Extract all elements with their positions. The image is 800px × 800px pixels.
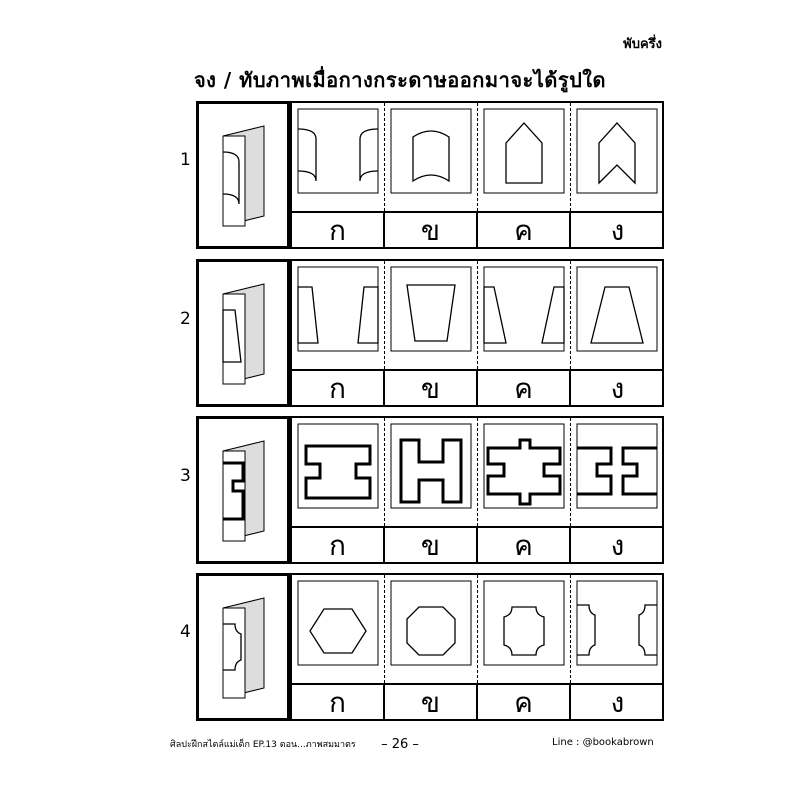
answer-row: ก ข ค ง: [290, 416, 664, 564]
option-cell[interactable]: [292, 261, 385, 369]
answer-choice-bar: ก ข ค ง: [292, 683, 662, 721]
choice-letter[interactable]: ค: [478, 528, 571, 564]
option-cell[interactable]: [571, 103, 664, 211]
choice-letter[interactable]: ค: [478, 685, 571, 721]
question-number: 4: [180, 622, 191, 642]
choice-letter[interactable]: ง: [610, 529, 625, 562]
option-cell[interactable]: [478, 418, 571, 526]
answer-row: ก ข ค ง: [290, 101, 664, 249]
folded-paper-figure: [196, 416, 290, 564]
option-cell[interactable]: [571, 575, 664, 683]
option-cell[interactable]: [385, 261, 478, 369]
choice-letter[interactable]: ข: [385, 528, 478, 564]
option-cell[interactable]: [478, 103, 571, 211]
page-title: จง / ทับภาพเมื่อกางกระดาษออกมาจะได้รูปใด: [193, 68, 607, 92]
footer-line-contact: Line : @bookabrown: [552, 737, 654, 748]
answer-choice-bar: ก ข ค ง: [292, 526, 662, 564]
question-number: 1: [180, 150, 191, 170]
footer-series-title: ศิลปะฝึกสไตล์แม่เด็ก EP.13 ตอน...ภาพสมมา…: [170, 740, 356, 750]
choice-letter[interactable]: ข: [385, 685, 478, 721]
corner-label: พับครึ่ง: [623, 37, 662, 52]
option-cell[interactable]: [292, 418, 385, 526]
question-number: 2: [180, 309, 191, 329]
choice-letter[interactable]: ง: [610, 686, 625, 719]
answer-row: ก ข ค ง: [290, 259, 664, 407]
page-number: – 26 –: [381, 737, 419, 752]
folded-paper-figure: [196, 101, 290, 249]
option-cell[interactable]: [292, 575, 385, 683]
folded-paper-figure: [196, 573, 290, 721]
choice-letter[interactable]: ค: [478, 213, 571, 249]
answer-row: ก ข ค ง: [290, 573, 664, 721]
choice-letter[interactable]: ข: [385, 213, 478, 249]
option-cell[interactable]: [478, 575, 571, 683]
option-cell[interactable]: [292, 103, 385, 211]
choice-letter[interactable]: ก: [292, 685, 385, 721]
answer-choice-bar: ก ข ค ง: [292, 369, 662, 407]
choice-letter[interactable]: ง: [610, 372, 625, 405]
choice-letter[interactable]: ก: [292, 371, 385, 407]
choice-letter[interactable]: ง: [610, 214, 625, 247]
option-cell[interactable]: [385, 418, 478, 526]
choice-letter[interactable]: ข: [385, 371, 478, 407]
answer-choice-bar: ก ข ค ง: [292, 211, 662, 249]
question-number: 3: [180, 466, 191, 486]
option-cell[interactable]: [571, 261, 664, 369]
option-cell[interactable]: [385, 575, 478, 683]
option-cell[interactable]: [385, 103, 478, 211]
folded-paper-figure: [196, 259, 290, 407]
option-cell[interactable]: [571, 418, 664, 526]
choice-letter[interactable]: ก: [292, 213, 385, 249]
choice-letter[interactable]: ก: [292, 528, 385, 564]
choice-letter[interactable]: ค: [478, 371, 571, 407]
option-cell[interactable]: [478, 261, 571, 369]
